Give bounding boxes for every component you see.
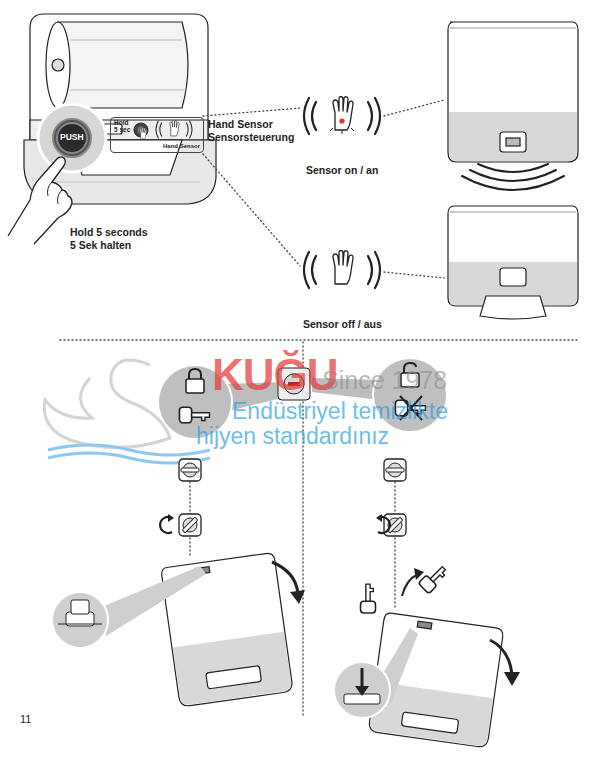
watermark: KUĞU	[212, 350, 338, 401]
instruction-label: Hold 5 seconds	[70, 226, 148, 238]
node-text: Hand Sensor	[163, 143, 200, 150]
node-text: Hold 5 sec	[114, 120, 131, 134]
watermark: hijyen standardınız	[196, 423, 389, 449]
instruction-label: 5 Sek halten	[70, 239, 131, 251]
watermark: Endüstriyel temizlikte	[232, 398, 448, 424]
push-button: PUSH	[56, 122, 88, 154]
node-text: PUSH	[60, 133, 84, 143]
watermark: Since 1978	[322, 366, 447, 395]
feature-label: Hand Sensor	[208, 118, 273, 130]
state-label: Sensor off / aus	[303, 318, 382, 330]
page-number: 11	[20, 713, 31, 726]
feature-label: Sensorsteuerung	[208, 131, 294, 143]
sensor-label-strip: Hold 5 secHand Sensor	[110, 117, 204, 153]
state-label: Sensor on / an	[306, 164, 378, 176]
